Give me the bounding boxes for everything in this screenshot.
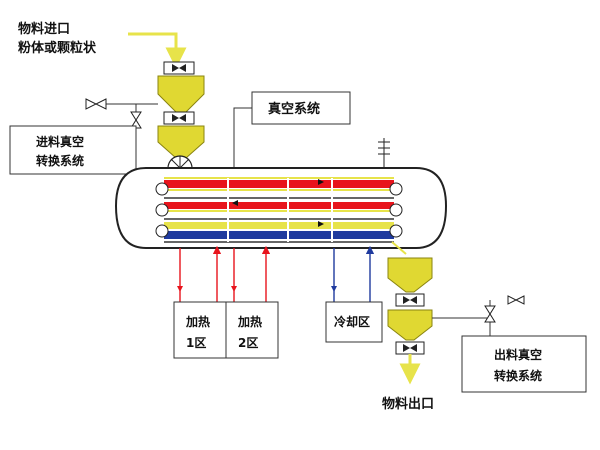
cooling-plate [164, 231, 394, 239]
outlet-hopper-upper [387, 257, 433, 293]
outlet-vacuum-box [461, 335, 587, 393]
heating-plate-top [164, 180, 394, 188]
bowtie-valve-icon [507, 295, 525, 305]
outlet-vacuum-label: 出料真空 [494, 347, 542, 362]
bowtie-valve-icon [484, 305, 496, 323]
vacuum-system-label: 真空系统 [268, 101, 320, 117]
outlet-chute [391, 241, 407, 255]
outlet-vacuum-label-2: 转换系统 [494, 368, 542, 383]
outlet-valve-bottom [395, 341, 425, 355]
heat-zone1-number: 1区 [186, 336, 206, 350]
cooling-lines [331, 245, 375, 302]
inlet-vacuum-box [9, 125, 137, 175]
inlet-vacuum-label-2: 转换系统 [36, 153, 84, 168]
product-layer [164, 222, 394, 229]
cool-zone-label: 冷却区 [334, 314, 370, 329]
inlet-valve-top [163, 61, 195, 75]
inlet-label: 物料进口 [18, 21, 70, 37]
vacuum-system-box [251, 91, 351, 125]
outlet-label: 物料出口 [382, 396, 434, 412]
gauge-icon [378, 138, 390, 168]
outlet-vacuum-pipe [432, 317, 491, 336]
belt-system [155, 177, 403, 243]
heat-zone1-label: 加热 [185, 314, 210, 329]
cooling-zone-box [325, 301, 383, 343]
inlet-hopper-upper [157, 75, 205, 113]
inlet-vacuum-label: 进料真空 [36, 134, 84, 149]
heating-lines [177, 245, 271, 302]
inlet-flow-arrow [128, 32, 187, 69]
outlet-hopper-lower [387, 309, 433, 341]
inlet-valve-middle [163, 111, 195, 125]
bowtie-valve-icon [85, 98, 107, 110]
heating-plate-middle [164, 202, 394, 209]
heat-zone2-label: 加热 [237, 314, 262, 329]
inlet-form-label: 粉体或颗粒状 [18, 40, 97, 56]
outlet-valve-middle [395, 293, 425, 307]
inlet-hopper-lower [157, 125, 205, 159]
heat-zone2-number: 2区 [238, 336, 258, 350]
vacuum-line [233, 107, 252, 168]
